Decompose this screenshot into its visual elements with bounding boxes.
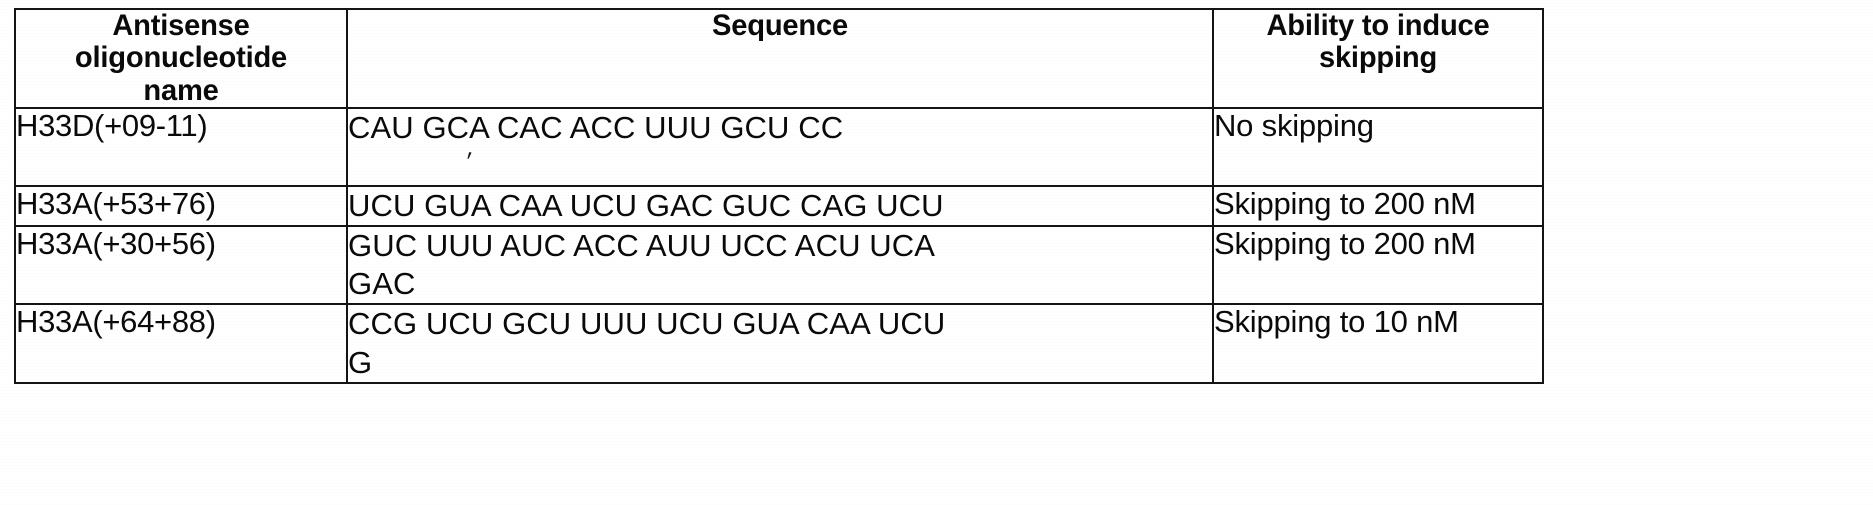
cell-oligonucleotide-name: H33A(+30+56) — [14, 224, 348, 306]
table-row: H33A(+30+56) GUC UUU AUC ACC AUU UCC ACU… — [14, 224, 1544, 306]
table-header-row: Antisense oligonucleotide name Sequence … — [15, 7, 1543, 110]
cell-oligonucleotide-name: H33D(+09-11) — [14, 107, 348, 187]
header-line: Ability to induce — [1266, 9, 1490, 42]
column-header-oligonucleotide-name: Antisense oligonucleotide name — [19, 7, 343, 110]
sequence-line-continuation: GAC — [348, 266, 416, 302]
table-row: H33D(+09-11) CAU GCA CAC ACC UUU GCU CC … — [14, 107, 1544, 187]
cell-ability-to-induce-skipping: Skipping to 10 nM — [1212, 303, 1544, 384]
sequence-line: GUC UUU AUC ACC AUU UCC ACU UCA — [348, 227, 936, 263]
header-line: Antisense — [112, 9, 250, 42]
table-body: H33D(+09-11) CAU GCA CAC ACC UUU GCU CC … — [14, 107, 1544, 384]
column-header-ability-to-induce-skipping: Ability to induce skipping — [1216, 7, 1540, 110]
cell-sequence: GUC UUU AUC ACC AUU UCC ACU UCA GAC — [346, 224, 1214, 306]
cell-sequence: UCU GUA CAA UCU GAC GUC CAG UCU — [346, 184, 1214, 227]
header-line: skipping — [1318, 41, 1438, 75]
sequence-line: CAU GCA CAC ACC UUU GCU CC — [348, 110, 844, 146]
header-line: oligonucleotide — [74, 41, 288, 75]
cell-ability-to-induce-skipping: Skipping to 200 nM — [1212, 224, 1544, 306]
table-header: Antisense oligonucleotide name Sequence … — [15, 7, 1543, 110]
cell-oligonucleotide-name: H33A(+64+88) — [14, 303, 348, 384]
ink-speck-artifact: ′ — [463, 145, 474, 177]
header-line: Sequence — [712, 9, 848, 42]
table-row: H33A(+53+76) UCU GUA CAA UCU GAC GUC CAG… — [14, 184, 1544, 227]
cell-ability-to-induce-skipping: Skipping to 200 nM — [1212, 184, 1544, 227]
cell-sequence: CAU GCA CAC ACC UUU GCU CC ′ — [346, 107, 1214, 187]
antisense-oligonucleotide-table: Antisense oligonucleotide name Sequence … — [14, 7, 1544, 384]
cell-sequence: CCG UCU GCU UUU UCU GUA CAA UCU G — [346, 303, 1214, 384]
table-row: H33A(+64+88) CCG UCU GCU UUU UCU GUA CAA… — [14, 303, 1544, 384]
cell-oligonucleotide-name: H33A(+53+76) — [14, 184, 348, 227]
column-header-sequence: Sequence — [359, 7, 1201, 110]
sequence-line-continuation: G — [348, 345, 373, 381]
sequence-line: UCU GUA CAA UCU GAC GUC CAG UCU — [348, 187, 944, 223]
table-container: Antisense oligonucleotide name Sequence … — [14, 7, 1544, 384]
header-line: name — [143, 73, 219, 107]
sequence-line: CCG UCU GCU UUU UCU GUA CAA UCU — [348, 306, 946, 342]
cell-ability-to-induce-skipping: No skipping — [1212, 107, 1544, 187]
